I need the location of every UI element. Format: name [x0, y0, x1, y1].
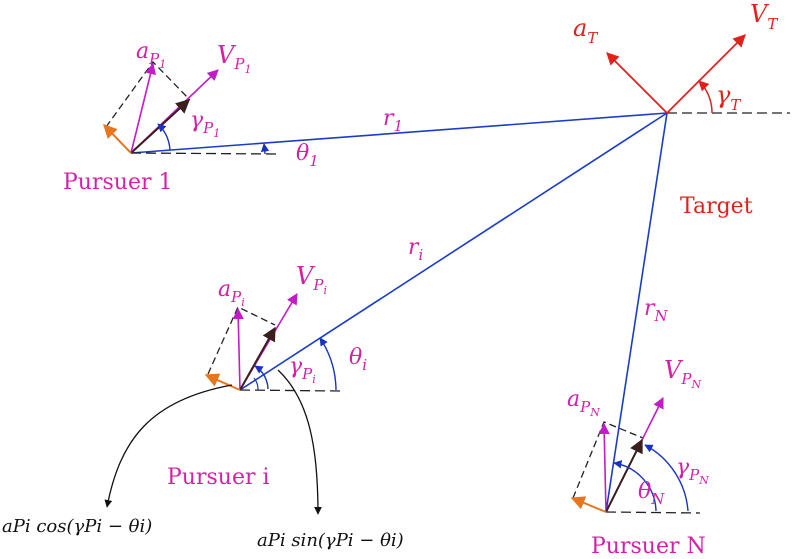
- pursuer-n-reference-line: [605, 511, 701, 514]
- pursuer-i-normal-component: [204, 373, 241, 391]
- pursuer-i-heading-label: γPi: [289, 354, 316, 386]
- pursuer-n-range-label: rN: [644, 296, 669, 325]
- pursuer-n-los-arc: [613, 460, 657, 512]
- pursuer-1-velocity-label: VP1: [217, 41, 251, 76]
- los-line-n: [605, 112, 668, 513]
- pursuer-1-normal-component: [103, 123, 132, 154]
- pursuer-i-accel-parallelogram: [207, 306, 276, 375]
- pursuer-1-los-arc: [260, 143, 270, 155]
- target-accel-vector: [606, 52, 668, 114]
- los-line-1: [130, 112, 668, 154]
- pursuer-i-heading-arc: [254, 365, 269, 390]
- target-group: VT aT γT Target: [573, 0, 790, 219]
- pursuer-i-reference-line: [239, 389, 341, 392]
- target-heading-label: γT: [716, 81, 741, 114]
- pursuer-1-accel-label: aP1: [136, 39, 166, 71]
- pursuer-i-sin-component-label: aPi sin(γPi − θi): [257, 530, 404, 551]
- pursuer-n-normal-component: [570, 496, 607, 513]
- pursuer-n-name-label: Pursuer N: [591, 534, 706, 559]
- pursuer-n-group: aPN VPN γPN θN rN Pursuer N: [567, 296, 709, 559]
- pursuer-i-inner-arc: [253, 377, 259, 391]
- pursuer-1-reference-line: [130, 152, 279, 155]
- pursuer-i-cos-leader: [104, 384, 233, 508]
- pursuer-n-heading-label: γPN: [676, 455, 709, 487]
- pursuer-n-accel-parallelogram: [572, 421, 644, 499]
- pursuer-i-los-angle-label: θi: [349, 345, 367, 374]
- pursuer-i-accel-label: aPi: [218, 277, 245, 309]
- pursuer-1-heading-label: γP1: [190, 108, 220, 140]
- target-accel-label: aT: [573, 14, 598, 47]
- los-line-i: [239, 112, 668, 391]
- pursuer-1-name-label: Pursuer 1: [63, 170, 172, 195]
- pursuer-1-accel-parallelogram: [105, 60, 191, 128]
- pursuer-i-name-label: Pursuer i: [167, 465, 270, 490]
- pursuer-n-velocity-label: VPN: [664, 356, 701, 391]
- pursuer-1-heading-arc: [157, 123, 171, 151]
- pursuer-1-range-label: r1: [383, 106, 403, 135]
- pursuer-i-velocity-component: [239, 326, 276, 391]
- pursuer-1-accel-vector: [130, 62, 157, 154]
- target-heading-arc: [698, 80, 713, 114]
- target-velocity-label: VT: [750, 0, 778, 33]
- pursuer-n-accel-label: aPN: [567, 387, 600, 419]
- pursuer-n-velocity-component: [605, 438, 643, 513]
- target-velocity-vector: [666, 34, 746, 114]
- pursuer-i-range-label: ri: [408, 235, 424, 264]
- pursuer-i-velocity-label: VPi: [296, 262, 327, 297]
- pursuer-n-heading-arc: [644, 444, 689, 512]
- target-name-label: Target: [680, 194, 753, 219]
- pursuer-n-accel-vector: [598, 422, 610, 513]
- pursuer-i-accel-vector: [232, 307, 244, 391]
- pursuer-1-los-angle-label: θ1: [296, 141, 319, 170]
- pursuer-i-group: aPi VPi γPi θi ri Pursuer i aPi cos(γPi …: [2, 235, 424, 551]
- line-of-sight-lines: [130, 112, 668, 513]
- pursuer-i-cos-component-label: aPi cos(γPi − θi): [2, 516, 152, 537]
- pursuer-n-los-angle-label: θN: [638, 479, 665, 508]
- pursuer-i-sin-leader: [277, 369, 322, 515]
- pursuer-1-group: aP1 VP1 γP1 θ1 r1 Pursuer 1: [63, 39, 403, 195]
- pursuer-i-los-arc: [319, 337, 337, 391]
